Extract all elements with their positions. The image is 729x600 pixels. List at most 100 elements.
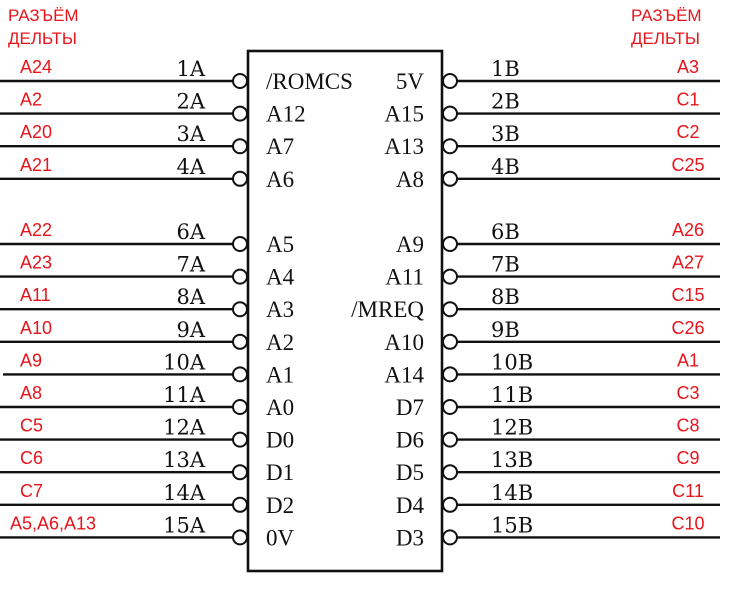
inversion-bubble-icon <box>442 464 458 481</box>
pin-signal-name: D4 <box>396 493 425 518</box>
pin-signal-name: A14 <box>384 362 424 387</box>
pin-signal-name: A10 <box>384 330 424 355</box>
pin-number: 7A <box>176 253 205 277</box>
pin-signal-name: D3 <box>396 525 424 550</box>
delta-connector-label: C3 <box>676 383 699 403</box>
delta-connector-label: A21 <box>20 155 52 175</box>
inversion-bubble-icon <box>232 496 248 513</box>
delta-connector-label: C8 <box>676 416 699 436</box>
inversion-bubble-icon <box>442 105 458 122</box>
left-pin-row: 6A A5 A22 <box>0 220 294 257</box>
delta-connector-label: A2 <box>20 90 42 110</box>
pin-signal-name: A0 <box>266 395 294 420</box>
pin-number: 4A <box>176 155 205 179</box>
delta-connector-label: C10 <box>671 513 704 533</box>
right-header: РАЗЪЁМ ДЕЛЬТЫ <box>631 6 702 48</box>
pin-number: 6B <box>491 220 520 244</box>
delta-connector-label: A3 <box>677 57 699 77</box>
pin-number: 15B <box>491 513 533 537</box>
pin-signal-name: D2 <box>266 493 294 518</box>
right-pins: 1B5VA32BA15C13BA13C24BA8C256BA9A267BA11A… <box>351 57 720 550</box>
delta-connector-label: C9 <box>676 448 699 468</box>
delta-connector-label: C1 <box>676 90 699 110</box>
inversion-bubble-icon <box>442 301 458 318</box>
inversion-bubble-icon <box>232 105 248 122</box>
inversion-bubble-icon <box>232 399 248 415</box>
right-pin-row: 13B D5 C9 <box>396 448 720 485</box>
pin-signal-name: D0 <box>266 428 294 453</box>
right-pin-row: 7B A11 A27 <box>385 253 720 290</box>
pin-signal-name: A8 <box>396 167 424 192</box>
delta-connector-label: A22 <box>20 220 52 240</box>
delta-connector-label: C25 <box>671 155 704 175</box>
right-pin-row: 10B A14 A1 <box>384 350 720 387</box>
inversion-bubble-icon <box>442 333 458 350</box>
pin-number: 13B <box>491 448 533 472</box>
left-header-line-1: РАЗЪЁМ <box>8 6 79 25</box>
delta-connector-label: C2 <box>676 122 699 142</box>
pin-number: 12B <box>491 416 533 440</box>
left-pin-row: 12A D0 C5 <box>0 416 294 453</box>
pin-signal-name: D7 <box>396 395 424 420</box>
right-pin-row: 3B A13 C2 <box>384 122 720 159</box>
inversion-bubble-icon <box>442 529 458 546</box>
pin-number: 6A <box>176 220 205 244</box>
pin-signal-name: A4 <box>266 265 295 290</box>
pin-number: 2B <box>491 90 520 114</box>
pin-signal-name: D6 <box>396 428 424 453</box>
pin-number: 9A <box>176 318 205 342</box>
pin-number: 3B <box>491 122 520 146</box>
pin-signal-name: 0V <box>266 525 295 550</box>
pin-number: 3A <box>176 122 205 146</box>
delta-connector-label: C15 <box>671 285 704 305</box>
inversion-bubble-icon <box>232 236 248 252</box>
inversion-bubble-icon <box>442 170 458 187</box>
pin-number: 1A <box>176 57 205 81</box>
pin-signal-name: /ROMCS <box>266 69 353 94</box>
inversion-bubble-icon <box>232 138 248 155</box>
inversion-bubble-icon <box>442 73 458 89</box>
pin-number: 15A <box>163 513 206 537</box>
pin-number: 7B <box>491 253 520 277</box>
pin-number: 10B <box>491 350 533 374</box>
right-pin-row: 15B D3 C10 <box>396 513 720 550</box>
inversion-bubble-icon <box>442 138 458 155</box>
delta-connector-label: A26 <box>672 220 704 240</box>
chip-body <box>246 49 444 573</box>
inversion-bubble-icon <box>232 333 248 350</box>
delta-connector-label: A1 <box>677 350 699 370</box>
pin-number: 12A <box>163 416 206 440</box>
pin-number: 9B <box>491 318 520 342</box>
delta-connector-label: A11 <box>20 285 51 305</box>
delta-connector-label: C7 <box>20 481 43 501</box>
inversion-bubble-icon <box>232 529 248 546</box>
delta-connector-label: A27 <box>672 253 704 273</box>
pin-number: 14A <box>163 481 206 505</box>
delta-connector-label: A10 <box>20 318 52 338</box>
delta-connector-label: A24 <box>20 57 52 77</box>
delta-connector-label: C5 <box>20 416 43 436</box>
pin-signal-name: /MREQ <box>351 297 424 322</box>
pin-signal-name: A7 <box>266 134 294 159</box>
pin-signal-name: A5 <box>266 232 294 257</box>
pin-number: 13A <box>163 448 206 472</box>
pin-signal-name: A13 <box>384 134 424 159</box>
pin-number: 11B <box>491 383 533 407</box>
pin-number: 8A <box>176 285 205 309</box>
pin-signal-name: A11 <box>385 265 424 290</box>
pin-signal-name: D5 <box>396 460 424 485</box>
pin-signal-name: D1 <box>266 460 294 485</box>
